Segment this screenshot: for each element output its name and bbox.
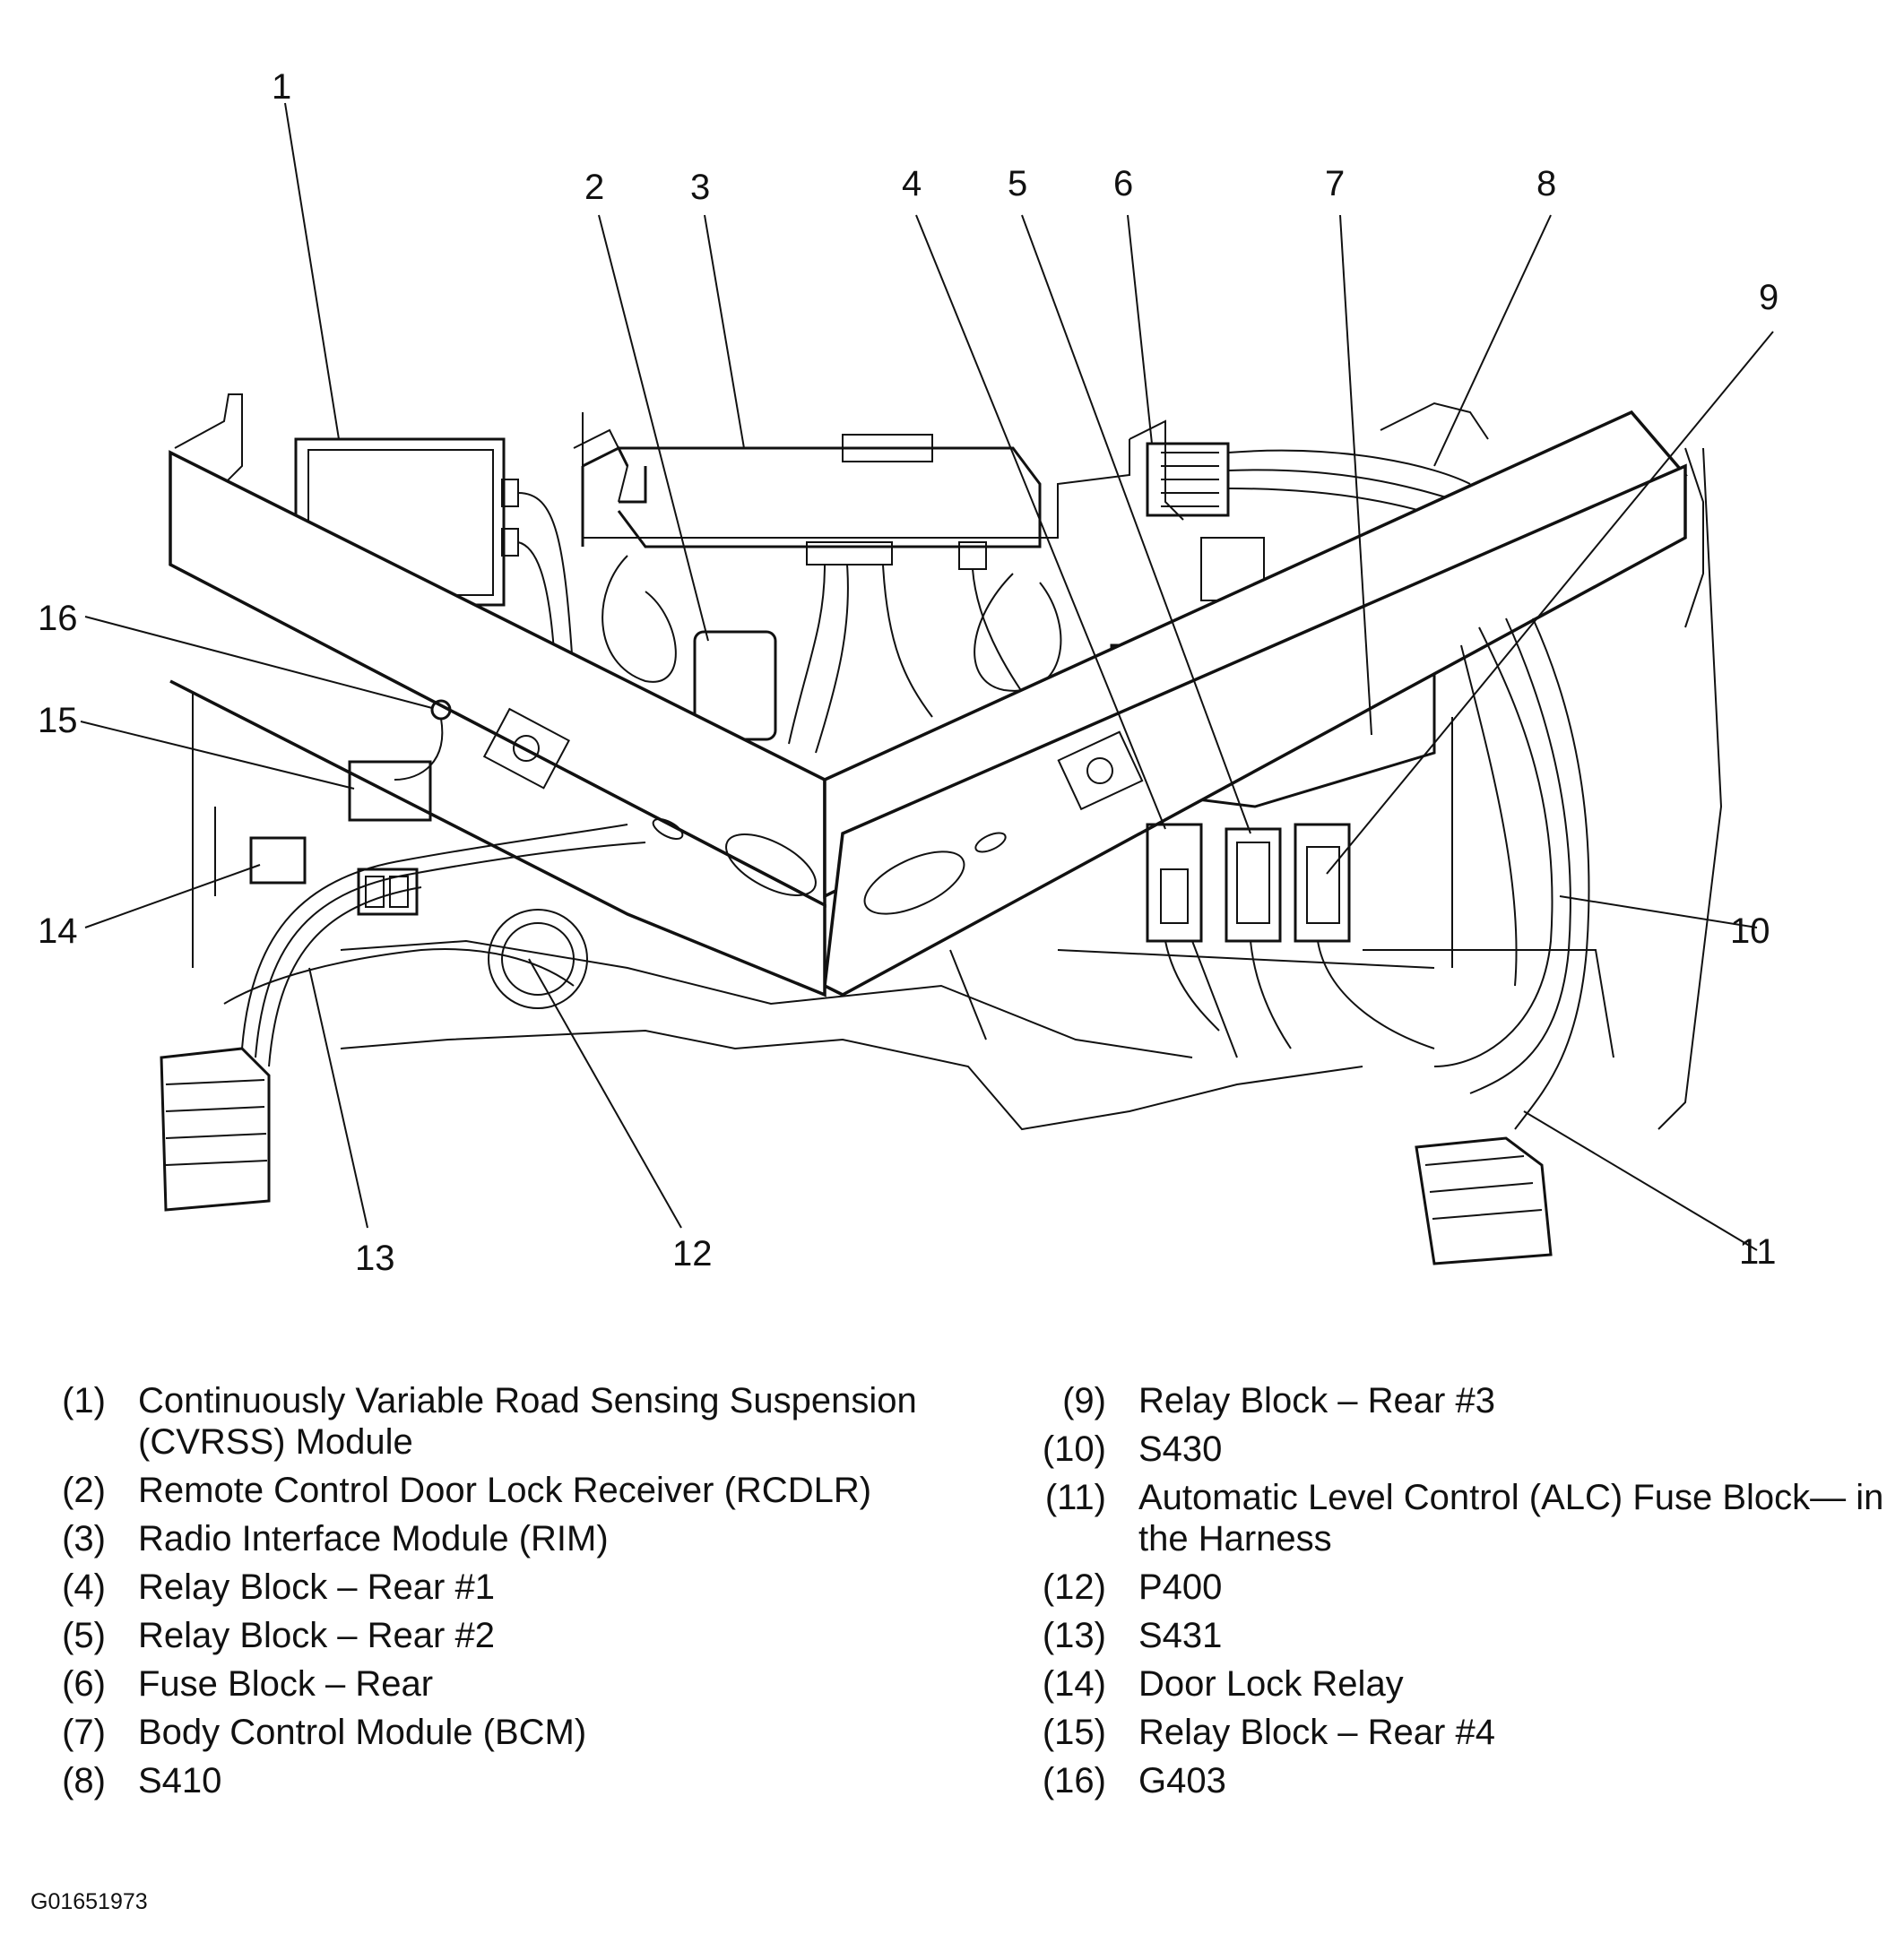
cross-beams	[169, 410, 1688, 997]
legend-label: Fuse Block – Rear	[138, 1664, 434, 1704]
callout-7: 7	[1325, 164, 1345, 203]
legend-number: (8)	[62, 1761, 106, 1800]
legend-number: (3)	[62, 1519, 106, 1559]
vehicle-illustration: 1 2 3 4 5 6 7 8 9 10 11 12 13 14 15 16	[38, 67, 1779, 1278]
legend-label: Continuously Variable Road Sensing Suspe…	[138, 1381, 917, 1462]
fuse-block-rear	[1146, 442, 1471, 521]
legend-item: (10) S430	[1017, 1429, 1904, 1470]
legend-label: Body Control Module (BCM)	[138, 1713, 587, 1752]
body-panels	[174, 393, 1723, 1131]
legend-item: (14) Door Lock Relay	[1017, 1663, 1904, 1705]
legend-item: (1) Continuously Variable Road Sensing Su…	[30, 1380, 999, 1463]
callout-14: 14	[38, 911, 78, 951]
legend-label: Relay Block – Rear #2	[138, 1616, 495, 1655]
callout-4: 4	[902, 164, 922, 203]
legend-label: P400	[1138, 1567, 1223, 1607]
callout-2: 2	[584, 168, 604, 207]
callout-3: 3	[690, 168, 710, 207]
legend-item: (5) Relay Block – Rear #2	[30, 1615, 999, 1656]
legend-label: Radio Interface Module (RIM)	[138, 1519, 609, 1559]
callout-16: 16	[38, 599, 78, 638]
legend-item: (16) G403	[1017, 1760, 1904, 1801]
legend-item: (6) Fuse Block – Rear	[30, 1663, 999, 1705]
component-legend: (1) Continuously Variable Road Sensing Su…	[30, 1380, 1886, 1882]
right-wiring-harness	[1415, 617, 1590, 1265]
legend-label: Remote Control Door Lock Receiver (RCDLR…	[138, 1471, 872, 1510]
legend-label: Relay Block – Rear #1	[138, 1567, 495, 1607]
legend-number: (7)	[62, 1713, 106, 1752]
legend-item: (15) Relay Block – Rear #4	[1017, 1712, 1904, 1753]
legend-item: (3) Radio Interface Module (RIM)	[30, 1518, 999, 1559]
legend-item: (12) P400	[1017, 1567, 1904, 1608]
callout-5: 5	[1008, 164, 1027, 203]
legend-number: (11)	[1044, 1478, 1106, 1517]
legend-label: G403	[1138, 1761, 1226, 1800]
legend-label: S410	[138, 1761, 222, 1800]
figure-id: G01651973	[30, 1889, 148, 1914]
relay-blocks-rear	[1146, 823, 1435, 1049]
callout-labels: 1 2 3 4 5 6 7 8 9 10 11 12 13 14 15 16	[38, 67, 1779, 1278]
callout-11: 11	[1739, 1232, 1777, 1272]
callout-15: 15	[38, 701, 78, 740]
legend-number: (9)	[1062, 1381, 1106, 1420]
legend-number: (10)	[1042, 1429, 1106, 1469]
callout-9: 9	[1759, 278, 1779, 317]
legend-label: Relay Block – Rear #4	[1138, 1713, 1495, 1752]
legend-label: Door Lock Relay	[1138, 1664, 1404, 1704]
radio-interface-module	[581, 434, 1042, 754]
callout-10: 10	[1730, 911, 1770, 951]
callout-1: 1	[272, 67, 291, 107]
legend-number: (1)	[62, 1381, 106, 1420]
legend-label: S431	[1138, 1616, 1223, 1655]
legend-number: (12)	[1042, 1567, 1106, 1607]
legend-number: (15)	[1042, 1713, 1106, 1752]
callout-13: 13	[355, 1239, 395, 1278]
legend-item: (13) S431	[1017, 1615, 1904, 1656]
legend-label: Relay Block – Rear #3	[1138, 1381, 1495, 1420]
legend-item: (9) Relay Block – Rear #3	[1017, 1380, 1904, 1421]
legend-item: (2) Remote Control Door Lock Receiver (RC…	[30, 1470, 999, 1511]
legend-item: (4) Relay Block – Rear #1	[30, 1567, 999, 1608]
legend-number: (13)	[1042, 1616, 1106, 1655]
leader-lines	[80, 102, 1774, 1251]
legend-number: (5)	[62, 1616, 106, 1655]
legend-number: (14)	[1042, 1664, 1106, 1704]
legend-number: (2)	[62, 1471, 106, 1510]
legend-item: (11) Automatic Level Control (ALC) Fuse B…	[1017, 1477, 1904, 1559]
legend-number: (4)	[62, 1567, 106, 1607]
legend-column-left: (1) Continuously Variable Road Sensing Su…	[30, 1380, 999, 1809]
legend-column-right: (9) Relay Block – Rear #3 (10) S430 (11) Au…	[1017, 1380, 1904, 1809]
legend-item: (8) S410	[30, 1760, 999, 1801]
legend-label: Automatic Level Control (ALC) Fuse Block…	[1138, 1478, 1884, 1559]
callout-8: 8	[1536, 164, 1556, 203]
legend-item: (7) Body Control Module (BCM)	[30, 1712, 999, 1753]
legend-number: (16)	[1042, 1761, 1106, 1800]
callout-12: 12	[672, 1234, 713, 1274]
legend-number: (6)	[62, 1664, 106, 1704]
callout-6: 6	[1113, 164, 1133, 203]
legend-label: S430	[1138, 1429, 1223, 1469]
